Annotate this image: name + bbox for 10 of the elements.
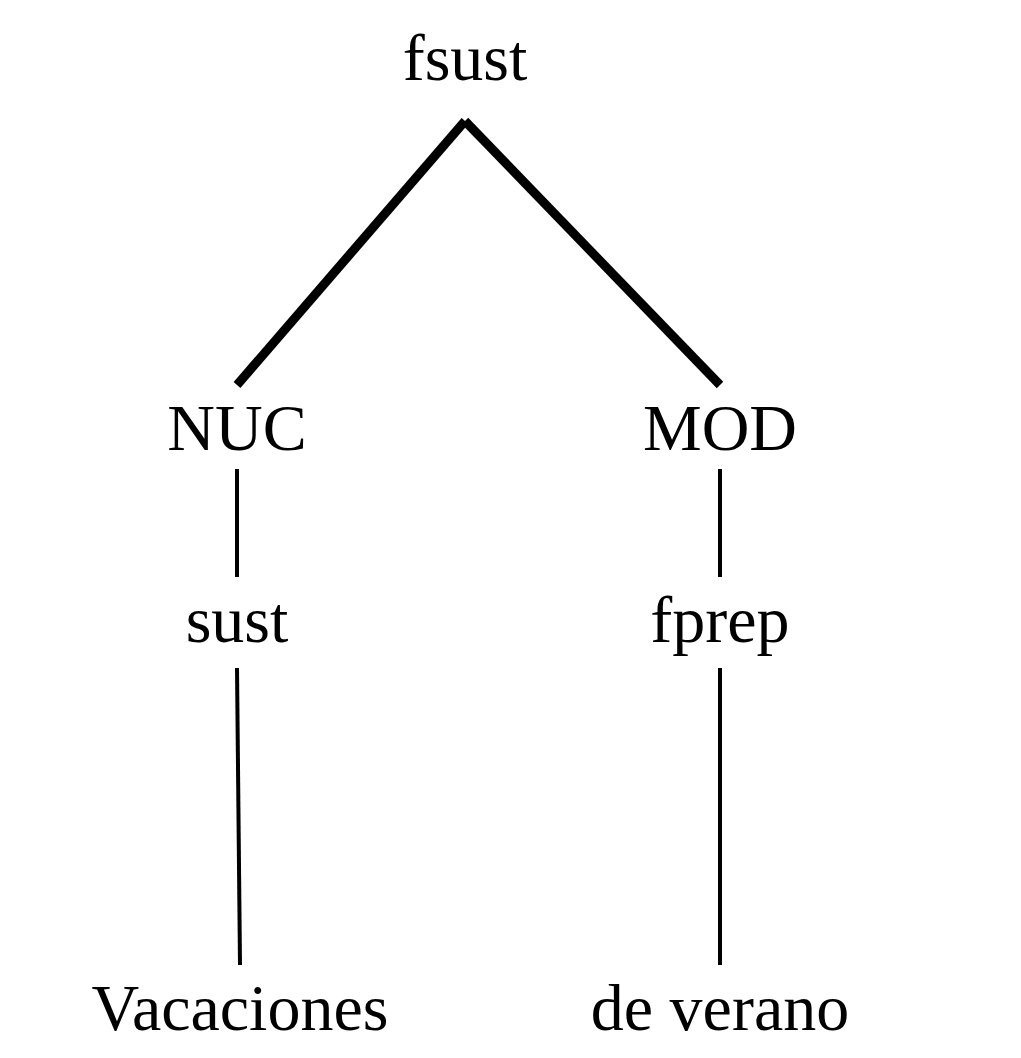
tree-branch (235, 668, 242, 965)
tree-node-label: NUC (167, 395, 307, 461)
tree-node-label: de verano (590, 975, 850, 1041)
tree-branch (235, 469, 239, 577)
tree-node-label: fsust (402, 25, 528, 91)
tree-node-label: Vacaciones (91, 975, 389, 1041)
tree-node-label: sust (185, 587, 289, 653)
tree-branch (718, 469, 722, 577)
tree-branch (718, 668, 722, 965)
tree-node-label: MOD (643, 395, 797, 461)
